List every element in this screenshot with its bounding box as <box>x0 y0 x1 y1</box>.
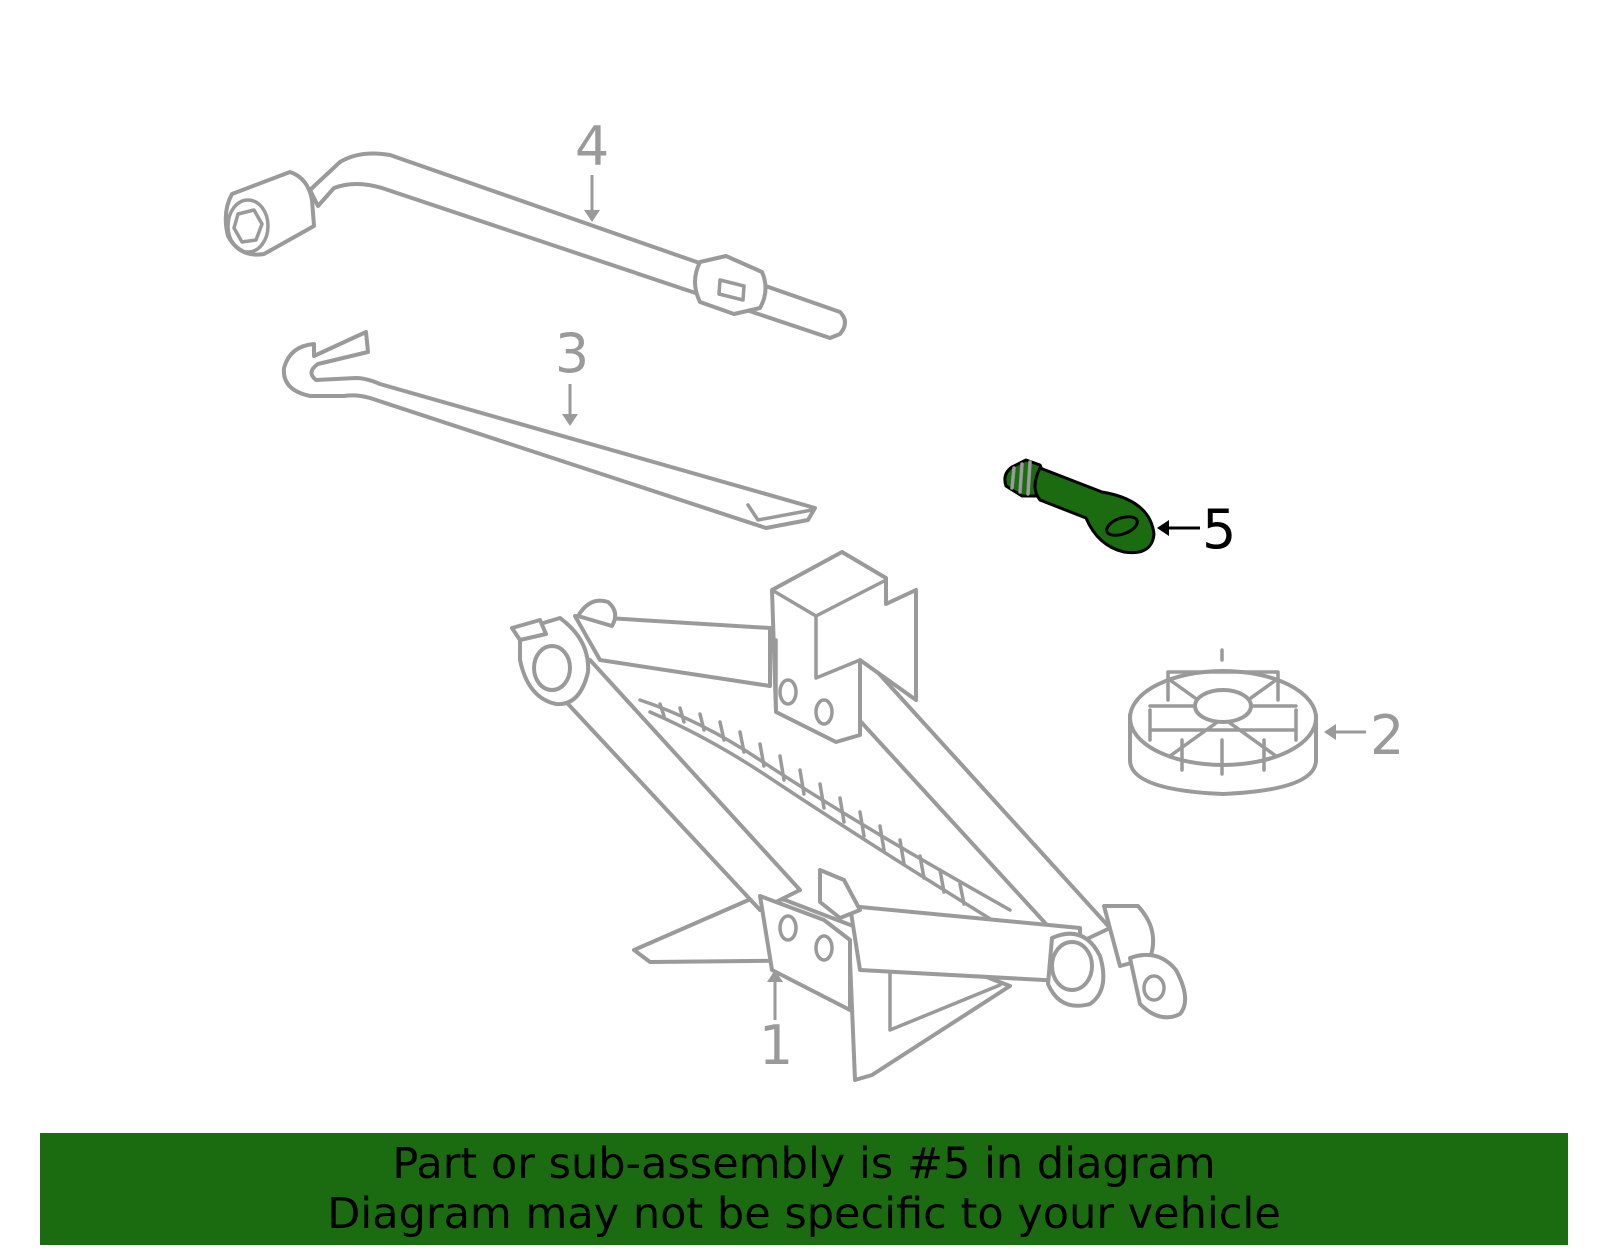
callout-2[interactable]: 2 <box>1324 704 1404 767</box>
info-banner: Part or sub-assembly is #5 in diagram Di… <box>40 1133 1568 1245</box>
part-5-eye-bolt[interactable] <box>1003 458 1156 555</box>
callout-3-label: 3 <box>555 322 589 385</box>
part-1-scissor-jack[interactable] <box>510 550 1188 1082</box>
callout-1[interactable]: 1 <box>759 970 793 1077</box>
callout-4-label: 4 <box>575 115 609 178</box>
banner-line-1: Part or sub-assembly is #5 in diagram <box>392 1139 1216 1189</box>
callout-3[interactable]: 3 <box>555 322 589 426</box>
part-2-jack-handle[interactable] <box>1128 648 1318 796</box>
callout-5[interactable]: 5 <box>1157 498 1236 561</box>
banner-line-2: Diagram may not be specific to your vehi… <box>327 1189 1281 1239</box>
callout-4[interactable]: 4 <box>575 115 609 222</box>
callout-5-label: 5 <box>1202 498 1236 561</box>
part-3-extension-bar[interactable] <box>281 330 817 530</box>
callout-1-label: 1 <box>759 1014 793 1077</box>
part-4-lug-wrench[interactable] <box>223 151 847 340</box>
callout-2-label: 2 <box>1370 704 1404 767</box>
